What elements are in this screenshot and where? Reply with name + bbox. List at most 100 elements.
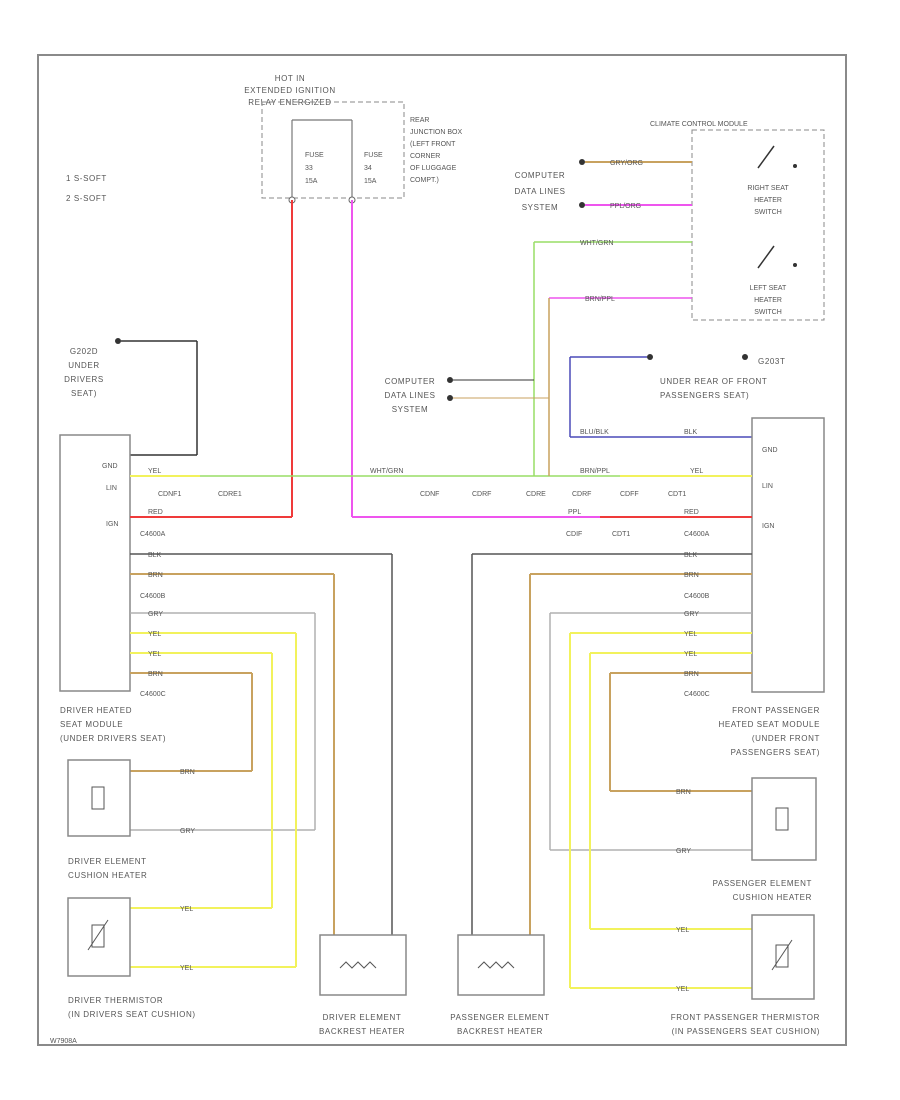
passenger-heated-seat-module (751, 417, 825, 693)
svg-text:BLK: BLK (684, 552, 698, 559)
rear-junction-box (261, 101, 405, 199)
computer-data-lines-top: COMPUTER DATA LINES SYSTEM (514, 171, 566, 212)
g203-ground-label: G203T UNDER REAR OF FRONT PASSENGERS SEA… (660, 357, 785, 400)
rear-junction-box-label: REAR JUNCTION BOX (LEFT FRONT CORNER OF … (410, 117, 462, 184)
conn-row-top-2: CDRF (472, 491, 491, 498)
legend-1: 1 S-SOFT (66, 174, 107, 183)
fuse-34: FUSE 34 15A (364, 152, 383, 185)
svg-text:GRY: GRY (676, 848, 691, 855)
right-seat-heater-switch: RIGHT SEAT HEATER SWITCH (747, 145, 797, 216)
footer-code: W7908A (50, 1038, 77, 1045)
passenger-backrest-heater (457, 934, 545, 996)
svg-text:GRY: GRY (180, 828, 195, 835)
driver-pin-ign: IGN (106, 521, 118, 528)
conn-pass-b: C4600B (684, 593, 710, 600)
svg-text:PPL/ORG: PPL/ORG (610, 203, 641, 210)
svg-text:DRIVER ELEMENT: DRIVER ELEMENT (323, 1013, 402, 1022)
svg-text:BRN: BRN (684, 671, 699, 678)
conn-driver-a: C4600A (140, 531, 166, 538)
svg-text:YEL: YEL (684, 651, 697, 658)
svg-text:15A: 15A (305, 178, 318, 185)
svg-text:PASSENGER ELEMENT: PASSENGER ELEMENT (713, 879, 812, 888)
conn-row-bottom-2: CDT1 (612, 531, 630, 538)
svg-text:COMPT.): COMPT.) (410, 177, 439, 184)
svg-text:YEL: YEL (684, 631, 697, 638)
svg-text:COMPUTER: COMPUTER (385, 377, 436, 386)
svg-text:COMPUTER: COMPUTER (515, 171, 566, 180)
conn-row-left-2: CDRE1 (218, 491, 242, 498)
svg-text:CUSHION HEATER: CUSHION HEATER (68, 871, 147, 880)
svg-text:HEATER: HEATER (754, 297, 782, 304)
svg-text:REAR: REAR (410, 117, 429, 124)
svg-text:SWITCH: SWITCH (754, 209, 782, 216)
svg-text:PPL: PPL (568, 509, 581, 516)
svg-text:GRY: GRY (148, 611, 163, 618)
svg-text:CORNER: CORNER (410, 153, 440, 160)
svg-text:HOT IN: HOT IN (275, 74, 306, 83)
driver-backrest-heater (319, 934, 407, 996)
conn-row-left-1: CDNF1 (158, 491, 181, 498)
svg-text:BRN/PPL: BRN/PPL (580, 468, 610, 475)
svg-text:RIGHT SEAT: RIGHT SEAT (747, 185, 789, 192)
g202-ground-label: G202D UNDER DRIVERS SEAT) (64, 347, 104, 398)
passenger-thermistor (751, 914, 815, 1000)
svg-text:YEL: YEL (148, 631, 161, 638)
svg-text:G203T: G203T (758, 357, 785, 366)
conn-row-top-4: CDRF (572, 491, 591, 498)
svg-text:BLK: BLK (684, 429, 698, 436)
passenger-pin-lin: LIN (762, 483, 773, 490)
passenger-cushion-heater (751, 777, 817, 861)
svg-text:(IN DRIVERS SEAT CUSHION): (IN DRIVERS SEAT CUSHION) (68, 1010, 196, 1019)
svg-text:FUSE: FUSE (305, 152, 324, 159)
svg-text:BLU/BLK: BLU/BLK (580, 429, 609, 436)
svg-text:BACKREST HEATER: BACKREST HEATER (457, 1027, 543, 1036)
svg-text:BRN: BRN (684, 572, 699, 579)
svg-text:YEL: YEL (148, 651, 161, 658)
svg-text:CUSHION HEATER: CUSHION HEATER (733, 893, 812, 902)
driver-thermistor (67, 897, 131, 977)
svg-text:UNDER REAR OF FRONT: UNDER REAR OF FRONT (660, 377, 767, 386)
driver-backrest-label: DRIVER ELEMENT BACKREST HEATER (319, 1013, 404, 1036)
svg-text:34: 34 (364, 165, 372, 172)
svg-text:DRIVER ELEMENT: DRIVER ELEMENT (68, 857, 147, 866)
driver-pin-lin: LIN (106, 485, 117, 492)
passenger-thermistor-label: FRONT PASSENGER THERMISTOR (IN PASSENGER… (671, 1013, 820, 1036)
climate-module-title: CLIMATE CONTROL MODULE (650, 121, 748, 128)
svg-text:(IN PASSENGERS SEAT CUSHION): (IN PASSENGERS SEAT CUSHION) (672, 1027, 820, 1036)
diagram-frame (37, 54, 847, 1046)
svg-text:FUSE: FUSE (364, 152, 383, 159)
svg-text:PASSENGER ELEMENT: PASSENGER ELEMENT (450, 1013, 549, 1022)
svg-text:YEL: YEL (180, 906, 193, 913)
legend-2: 2 S-SOFT (66, 194, 107, 203)
svg-text:PASSENGERS SEAT): PASSENGERS SEAT) (731, 748, 820, 757)
driver-thermistor-label: DRIVER THERMISTOR (IN DRIVERS SEAT CUSHI… (68, 996, 196, 1019)
conn-row-top-5: CDFF (620, 491, 639, 498)
driver-cushion-heater (67, 759, 131, 837)
svg-text:LEFT SEAT: LEFT SEAT (750, 285, 787, 292)
svg-text:HEATED SEAT MODULE: HEATED SEAT MODULE (719, 720, 820, 729)
passenger-backrest-label: PASSENGER ELEMENT BACKREST HEATER (450, 1013, 549, 1036)
svg-text:BRN: BRN (148, 572, 163, 579)
driver-pin-gnd: GND (102, 463, 118, 470)
passenger-cushion-heater-label: PASSENGER ELEMENT CUSHION HEATER (713, 879, 812, 902)
svg-text:RED: RED (684, 509, 699, 516)
svg-text:DRIVER THERMISTOR: DRIVER THERMISTOR (68, 996, 163, 1005)
svg-text:WHT/GRN: WHT/GRN (580, 240, 613, 247)
svg-text:YEL: YEL (690, 468, 703, 475)
svg-text:DRIVER HEATED: DRIVER HEATED (60, 706, 132, 715)
conn-row-top-3: CDRE (526, 491, 546, 498)
svg-text:DRIVERS: DRIVERS (64, 375, 104, 384)
svg-text:PASSENGERS SEAT): PASSENGERS SEAT) (660, 391, 749, 400)
svg-text:(UNDER DRIVERS SEAT): (UNDER DRIVERS SEAT) (60, 734, 166, 743)
svg-text:DATA LINES: DATA LINES (514, 187, 565, 196)
driver-heated-seat-module (59, 434, 131, 692)
svg-text:(LEFT FRONT: (LEFT FRONT (410, 141, 456, 148)
svg-text:GRY/ORG: GRY/ORG (610, 160, 643, 167)
conn-driver-c: C4600C (140, 691, 166, 698)
svg-text:BRN: BRN (180, 769, 195, 776)
svg-text:BRN: BRN (148, 671, 163, 678)
svg-text:OF LUGGAGE: OF LUGGAGE (410, 165, 457, 172)
svg-text:FRONT PASSENGER: FRONT PASSENGER (732, 706, 820, 715)
computer-data-lines-mid: COMPUTER DATA LINES SYSTEM (384, 377, 436, 414)
svg-text:YEL: YEL (676, 986, 689, 993)
